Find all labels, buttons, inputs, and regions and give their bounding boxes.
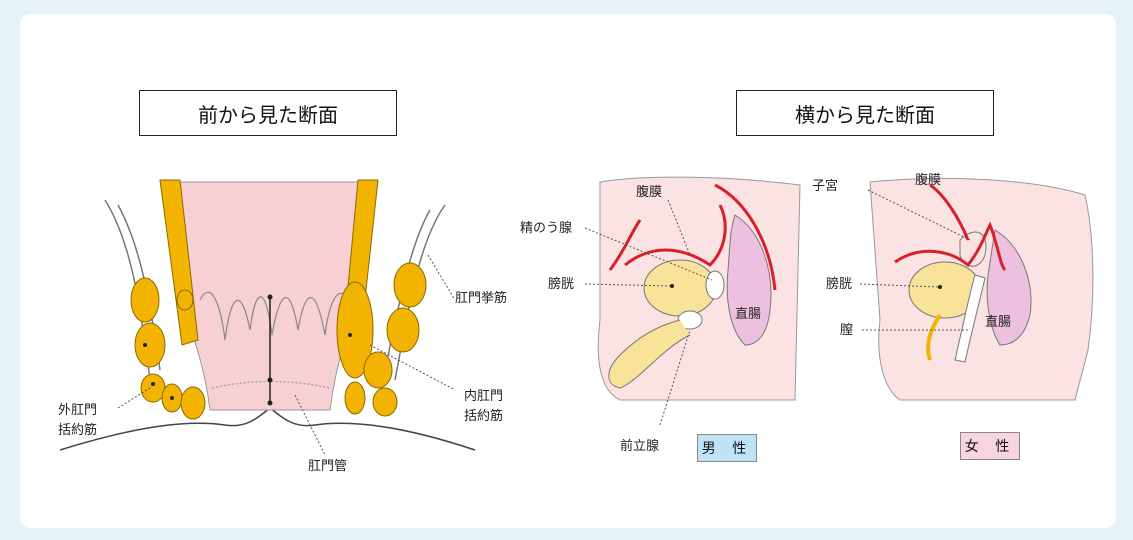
male-badge: 男 性: [697, 434, 757, 462]
label-external-sphincter-1: 外肛門: [58, 403, 97, 418]
label-anal-canal: 肛門管: [308, 459, 347, 474]
label-vagina: 膣: [840, 322, 853, 338]
label-internal-sphincter-1: 内肛門: [464, 388, 503, 404]
label-rectum-male: 直腸: [735, 307, 761, 322]
label-peritoneum-male: 腹膜: [636, 184, 662, 200]
label-bladder-female: 膀胱: [826, 276, 852, 292]
label-uterus: 子宮: [812, 178, 838, 194]
label-internal-sphincter-2: 括約筋: [464, 408, 503, 424]
label-peritoneum-female: 腹膜: [915, 172, 941, 188]
label-seminal-vesicle: 精のう腺: [520, 221, 572, 236]
label-levator-ani: 肛門挙筋: [455, 290, 507, 306]
label-bladder-male: 膀胱: [548, 276, 574, 292]
label-external-sphincter-2: 括約筋: [58, 422, 97, 438]
label-prostate: 前立腺: [620, 438, 659, 454]
male-side-illustration: [585, 177, 800, 425]
front-view-illustration: [60, 180, 475, 455]
label-rectum-female: 直腸: [985, 315, 1011, 330]
female-side-illustration: [860, 178, 1093, 400]
female-badge: 女 性: [960, 432, 1020, 460]
